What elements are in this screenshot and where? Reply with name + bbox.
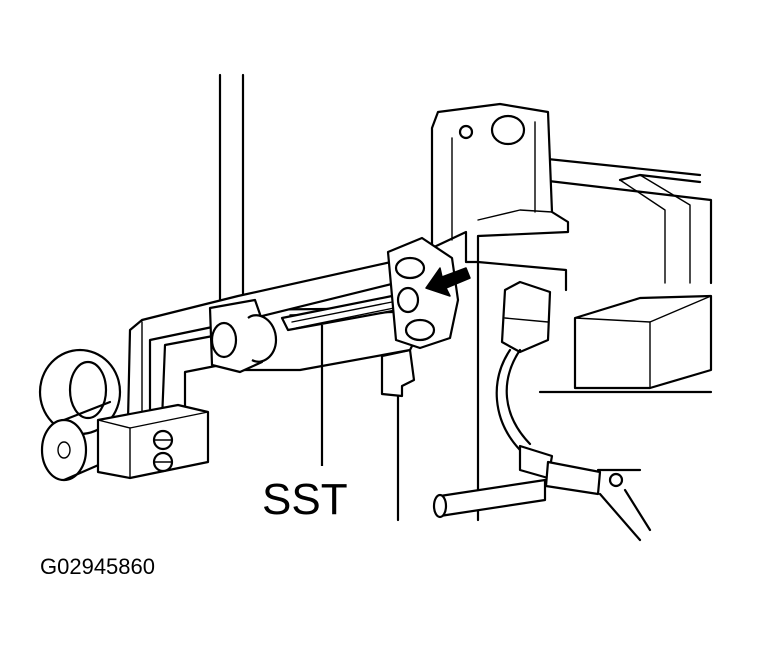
retainer-clip bbox=[380, 348, 416, 522]
sst-callout-label: SST bbox=[262, 475, 348, 524]
left-pulley bbox=[38, 348, 122, 482]
radiator-housing bbox=[460, 148, 713, 522]
lower-tube-bar bbox=[432, 478, 547, 519]
wire-harness bbox=[495, 280, 652, 542]
side-block bbox=[573, 294, 713, 390]
figure-code: G02945860 bbox=[40, 554, 155, 579]
mounting-bracket bbox=[430, 102, 570, 264]
vertical-rod bbox=[218, 73, 245, 302]
flange-fitting bbox=[386, 236, 460, 350]
arrow-indicator bbox=[425, 267, 471, 297]
clamp-block bbox=[96, 403, 210, 480]
rod-end-bracket bbox=[208, 298, 278, 374]
